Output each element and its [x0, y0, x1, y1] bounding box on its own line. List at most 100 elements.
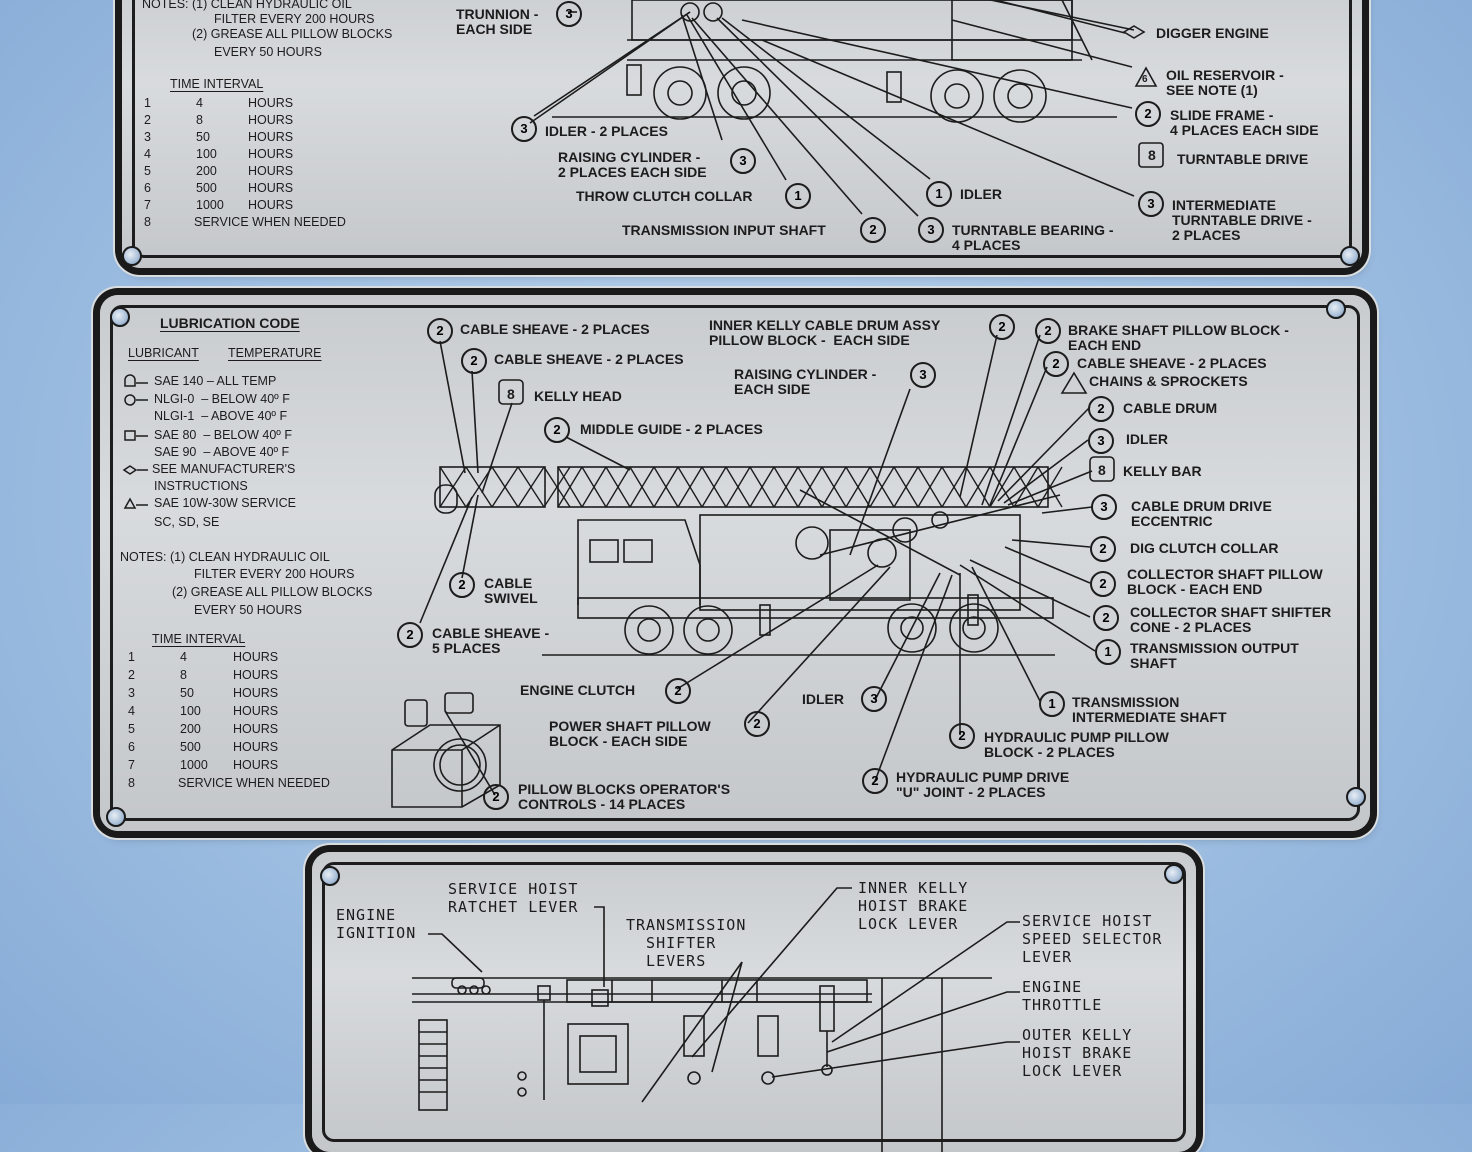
mast-truss-member [629, 466, 655, 508]
mast-truss-member [725, 466, 751, 508]
interval-code: 2 [128, 668, 135, 682]
legend-sae90: SAE 90 – ABOVE 40º F [154, 445, 290, 459]
mounting-hole [110, 307, 130, 327]
notes-line-1: NOTES: (1) CLEAN HYDRAULIC OIL [142, 0, 352, 11]
turntable-drive-label: TURNTABLE DRIVE [1177, 151, 1309, 167]
engine-clutch-code: 2 [665, 678, 691, 704]
interval-unit: HOURS [248, 130, 294, 144]
trunnion-code: 3 [556, 1, 582, 27]
mast-truss-member [917, 466, 943, 508]
interval-unit: HOURS [248, 164, 294, 178]
interval-value: 100 [196, 147, 217, 161]
lubrication-code-title: LUBRICATION CODE [160, 315, 300, 331]
mast-truss-member [821, 466, 847, 508]
interval-value: 50 [196, 130, 210, 144]
mounting-hole [1164, 864, 1184, 884]
mounting-hole [106, 807, 126, 827]
mast-truss-member [989, 466, 1015, 508]
interval-value: 50 [180, 686, 194, 700]
legend-nlgi1: NLGI-1 – ABOVE 40º F [154, 409, 288, 423]
turntable-bearing-label: TURNTABLE BEARING - 4 PLACES [952, 222, 1114, 253]
brake-shaft-label: BRAKE SHAFT PILLOW BLOCK - EACH END [1068, 322, 1289, 353]
transmission-shifter-label: TRANSMISSION SHIFTER LEVERS [626, 916, 747, 970]
transmission-input-label: TRANSMISSION INPUT SHAFT [622, 222, 826, 238]
interval-unit: HOURS [233, 758, 279, 772]
idler-2places-label: IDLER - 2 PLACES [545, 123, 668, 139]
mast-truss-member [893, 466, 919, 508]
hyd-pump-drive-label: HYDRAULIC PUMP DRIVE "U" JOINT - 2 PLACE… [896, 769, 1070, 800]
intermediate-label: INTERMEDIATE TURNTABLE DRIVE - 2 PLACES [1172, 197, 1312, 243]
power-shaft-label: POWER SHAFT PILLOW BLOCK - EACH SIDE [549, 718, 711, 749]
legend-sae140: SAE 140 – ALL TEMP [154, 374, 277, 388]
cable-swivel-label: CABLE SWIVEL [484, 575, 538, 606]
mast-truss-member [543, 466, 571, 508]
service-ratchet-label: SERVICE HOIST RATCHET LEVER [448, 880, 579, 916]
hyd-pump-pillow-code: 2 [949, 723, 975, 749]
interval-row: 1 [144, 96, 151, 110]
interval-value: 500 [180, 740, 201, 754]
mast-truss-member [941, 466, 967, 508]
hyd-pump-drive-code: 2 [862, 768, 888, 794]
mast-truss-member [491, 466, 519, 508]
interval-value: 1000 [196, 198, 224, 212]
top-lubrication-plate: NOTES: (1) CLEAN HYDRAULIC OIL FILTER EV… [122, 0, 1362, 268]
mast-truss-member [439, 466, 467, 508]
kelly-head-label: KELLY HEAD [534, 388, 622, 404]
kelly-bar-label: KELLY BAR [1123, 463, 1202, 479]
collector-shifter-label: COLLECTOR SHAFT SHIFTER CONE - 2 PLACES [1130, 604, 1332, 635]
collector-pillow-label: COLLECTOR SHAFT PILLOW BLOCK - EACH END [1127, 566, 1323, 597]
interval-unit: HOURS [233, 740, 279, 754]
cable-sheave-a-label: CABLE SHEAVE - 2 PLACES [460, 321, 650, 337]
time-interval-title: TIME INTERVAL [152, 632, 246, 646]
interval-unit: HOURS [248, 198, 294, 212]
mast-truss-member [605, 466, 631, 508]
turntable-bearing-code: 3 [918, 217, 944, 243]
cable-swivel-code: 2 [449, 572, 475, 598]
interval-code: 6 [128, 740, 135, 754]
mast-truss-member [701, 466, 727, 508]
interval-unit: HOURS [233, 650, 279, 664]
interval-row: 4 [144, 147, 151, 161]
middle-guide-label: MIDDLE GUIDE - 2 PLACES [580, 421, 763, 437]
plate-border [132, 0, 1352, 258]
interval-value: 8 [196, 113, 203, 127]
interval-unit: HOURS [233, 686, 279, 700]
mounting-hole [1326, 299, 1346, 319]
mast-truss-member [869, 466, 895, 508]
trans-intermediate-code: 1 [1039, 691, 1065, 717]
idler-right-label: IDLER [1126, 431, 1168, 447]
digger-engine-label: DIGGER ENGINE [1156, 25, 1269, 41]
collector-pillow-code: 2 [1090, 571, 1116, 597]
mast-truss-member [581, 466, 607, 508]
mast-truss-member [653, 466, 679, 508]
interval-value: 500 [196, 181, 217, 195]
notes-line-1: NOTES: (1) CLEAN HYDRAULIC OIL [120, 550, 330, 564]
interval-code: 4 [128, 704, 135, 718]
legend-sc-sd-se: SC, SD, SE [154, 515, 220, 529]
interval-code: 1 [128, 650, 135, 664]
lubrication-code-plate: LUBRICATION CODE LUBRICANT TEMPERATURE S… [100, 295, 1370, 831]
temperature-header: TEMPERATURE [228, 346, 322, 360]
interval-row: 2 [144, 113, 151, 127]
pillow-blocks-label: PILLOW BLOCKS OPERATOR'S CONTROLS - 14 P… [518, 781, 731, 812]
cable-sheave-b-code: 2 [461, 348, 487, 374]
outer-kelly-lock-label: OUTER KELLY HOIST BRAKE LOCK LEVER [1022, 1026, 1133, 1080]
mast-truss-member [965, 466, 991, 508]
mounting-hole [320, 866, 340, 886]
cable-sheave-5-code: 2 [397, 622, 423, 648]
idler-bottom-label: IDLER [802, 691, 844, 707]
engine-clutch-label: ENGINE CLUTCH [520, 682, 636, 698]
cable-sheave-b-label: CABLE SHEAVE - 2 PLACES [494, 351, 684, 367]
plate-border [110, 305, 1360, 821]
cable-drum-label: CABLE DRUM [1123, 400, 1218, 416]
mast-truss-member [1037, 466, 1063, 508]
notes-line-3: (2) GREASE ALL PILLOW BLOCKS [172, 585, 373, 599]
kelly-bar-code: 8 [1098, 462, 1106, 478]
legend-nlgi0: NLGI-0 – BELOW 40º F [154, 392, 290, 406]
mast-truss-member [1013, 466, 1039, 508]
transmission-input-code: 2 [860, 217, 886, 243]
interval-unit: HOURS [248, 181, 294, 195]
interval-unit: HOURS [248, 147, 294, 161]
engine-ignition-label: ENGINE IGNITION [336, 906, 417, 942]
top-truck-diagram [529, 0, 1164, 217]
